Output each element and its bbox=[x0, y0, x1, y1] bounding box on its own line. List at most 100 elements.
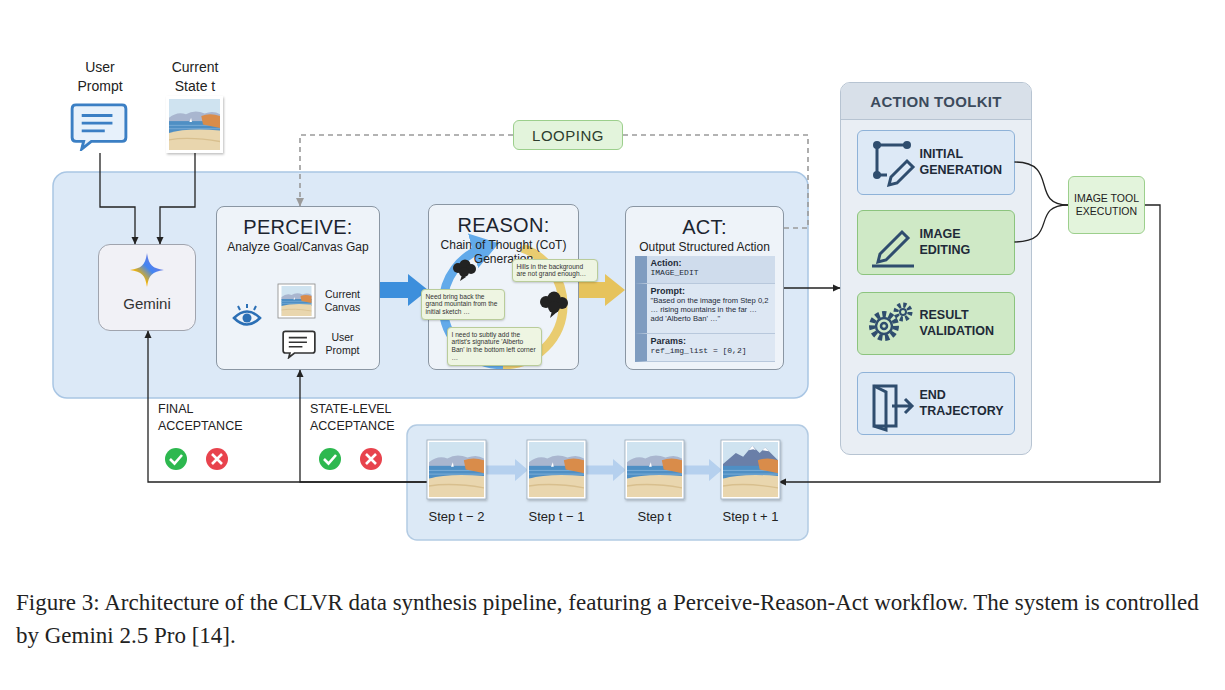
current-state-thumbnail bbox=[166, 96, 223, 153]
canvas-thumbnail bbox=[278, 284, 315, 318]
tool-box: END TRAJECTORY bbox=[857, 372, 1015, 435]
step-node: Step t − 1 bbox=[528, 441, 585, 533]
dashed-connector bbox=[300, 135, 513, 206]
node-text: Current State t bbox=[157, 58, 233, 96]
node-text: Step t − 1 bbox=[508, 509, 605, 524]
node-text: Current Canvas bbox=[320, 288, 366, 312]
node-text: Output Structured Action bbox=[626, 239, 783, 254]
loop-box: LOOPING bbox=[513, 120, 623, 150]
action-row: Prompt:"Based on the image from Step 0,2… bbox=[635, 284, 775, 334]
node-text: IMAGE TOOL EXECUTION bbox=[1069, 192, 1144, 218]
step-thumbnail bbox=[427, 440, 486, 499]
step-thumbnail bbox=[625, 440, 684, 499]
gears-icon bbox=[872, 305, 910, 338]
reject-cross bbox=[206, 448, 228, 470]
tool-box: RESULT VALIDATION bbox=[857, 292, 1015, 355]
node-text: Step t bbox=[606, 509, 703, 524]
block-arrow bbox=[683, 459, 722, 481]
node-text: IMAGE_EDIT bbox=[651, 268, 771, 277]
connector bbox=[1015, 205, 1069, 242]
node-text: I need to subtly add the artist's signat… bbox=[452, 331, 537, 363]
input-item: Current Canvas bbox=[276, 283, 366, 319]
reject-cross bbox=[360, 448, 382, 470]
figure-caption: Figure 3: Architecture of the CLVR data … bbox=[16, 586, 1221, 653]
input-icon: Current State t bbox=[157, 58, 233, 153]
connector bbox=[100, 153, 135, 244]
tool-box: IMAGE EDITING bbox=[857, 210, 1015, 275]
edge-label: STATE-LEVEL ACCEPTANCE bbox=[310, 401, 410, 435]
connector bbox=[300, 370, 428, 482]
node-text: Need bring back the grand mountain from … bbox=[426, 293, 500, 317]
action-row: Params:ref_img_list = [0,2] bbox=[635, 334, 775, 362]
node-text: LOOPING bbox=[532, 127, 604, 144]
step-node: Step t − 2 bbox=[428, 441, 485, 533]
stage-box: ACT:Output Structured ActionAction:IMAGE… bbox=[625, 206, 784, 370]
dashed-connector bbox=[623, 135, 808, 228]
connector bbox=[779, 205, 1160, 482]
block-arrow bbox=[579, 274, 625, 306]
image-editing-icon bbox=[872, 232, 914, 266]
node-text: "Based on the image from Step 0,2 … risi… bbox=[651, 296, 771, 323]
initial-generation-icon bbox=[873, 141, 913, 185]
node-text: PERCEIVE: bbox=[217, 216, 379, 239]
node-text: Gemini bbox=[99, 245, 195, 312]
edge-label: FINAL ACCEPTANCE bbox=[158, 401, 250, 435]
node-text: Hills in the background are not grand en… bbox=[517, 263, 593, 279]
prompt-icon bbox=[283, 331, 315, 357]
agent-panel bbox=[53, 172, 808, 398]
thought-bubble: Need bring back the grand mountain from … bbox=[421, 289, 505, 321]
tool-box: INITIAL GENERATION bbox=[857, 130, 1015, 195]
eye-icon bbox=[234, 304, 260, 325]
node-text: Step t + 1 bbox=[702, 509, 799, 524]
end-trajectory-icon bbox=[874, 386, 912, 430]
user-prompt-icon bbox=[72, 105, 126, 149]
step-thumbnail bbox=[527, 440, 586, 499]
node-text: REASON: bbox=[429, 214, 578, 237]
node-text: ref_img_list = [0,2] bbox=[651, 346, 771, 355]
input-icon: User Prompt bbox=[62, 58, 138, 153]
node-text: User Prompt bbox=[62, 58, 138, 96]
node-text: IMAGE EDITING bbox=[920, 226, 1008, 259]
node-text: END TRAJECTORY bbox=[920, 387, 1008, 420]
connector bbox=[784, 287, 840, 288]
node-text: ACTION TOOLKIT bbox=[841, 83, 1031, 120]
stage-box: REASON:Chain of Thought (CoT) Generation… bbox=[428, 204, 579, 370]
block-arrow bbox=[380, 274, 428, 306]
action-row: Action:IMAGE_EDIT bbox=[635, 256, 775, 284]
connector bbox=[148, 331, 428, 482]
block-arrow bbox=[585, 459, 626, 481]
step-node: Step t bbox=[626, 441, 683, 533]
node-text: RESULT VALIDATION bbox=[920, 307, 1008, 340]
node-text: User Prompt bbox=[320, 331, 366, 355]
connector bbox=[160, 153, 195, 244]
execution-box: IMAGE TOOL EXECUTION bbox=[1068, 176, 1145, 234]
stage-box: PERCEIVE:Analyze Goal/Canvas GapCurrent … bbox=[216, 206, 380, 370]
node-text: Prompt: bbox=[651, 286, 771, 296]
node-text: Step t − 2 bbox=[408, 509, 505, 524]
controller-box: Gemini bbox=[98, 244, 196, 331]
accept-check bbox=[165, 448, 187, 470]
brain-icon bbox=[453, 260, 476, 282]
reason-fill bbox=[428, 204, 579, 370]
connector bbox=[1015, 162, 1069, 205]
thought-bubble: I need to subtly add the artist's signat… bbox=[447, 327, 542, 367]
trajectory-strip bbox=[407, 425, 808, 540]
block-arrow bbox=[485, 459, 528, 481]
brain-icon bbox=[540, 292, 568, 319]
gemini-logo bbox=[130, 253, 164, 287]
input-item: User Prompt bbox=[276, 326, 366, 362]
thought-bubble: Hills in the background are not grand en… bbox=[512, 259, 598, 283]
step-thumbnail bbox=[721, 440, 780, 499]
step-node: Step t + 1 bbox=[722, 441, 779, 533]
accept-check bbox=[319, 448, 341, 470]
node-text: ACT: bbox=[626, 216, 783, 239]
node-text: Action: bbox=[651, 258, 771, 268]
node-text: Params: bbox=[651, 336, 771, 346]
toolkit-panel: ACTION TOOLKIT INITIAL GENERATION IMAGE ED… bbox=[840, 82, 1032, 455]
node-text: INITIAL GENERATION bbox=[920, 146, 1008, 179]
node-text: Analyze Goal/Canvas Gap bbox=[217, 239, 379, 254]
